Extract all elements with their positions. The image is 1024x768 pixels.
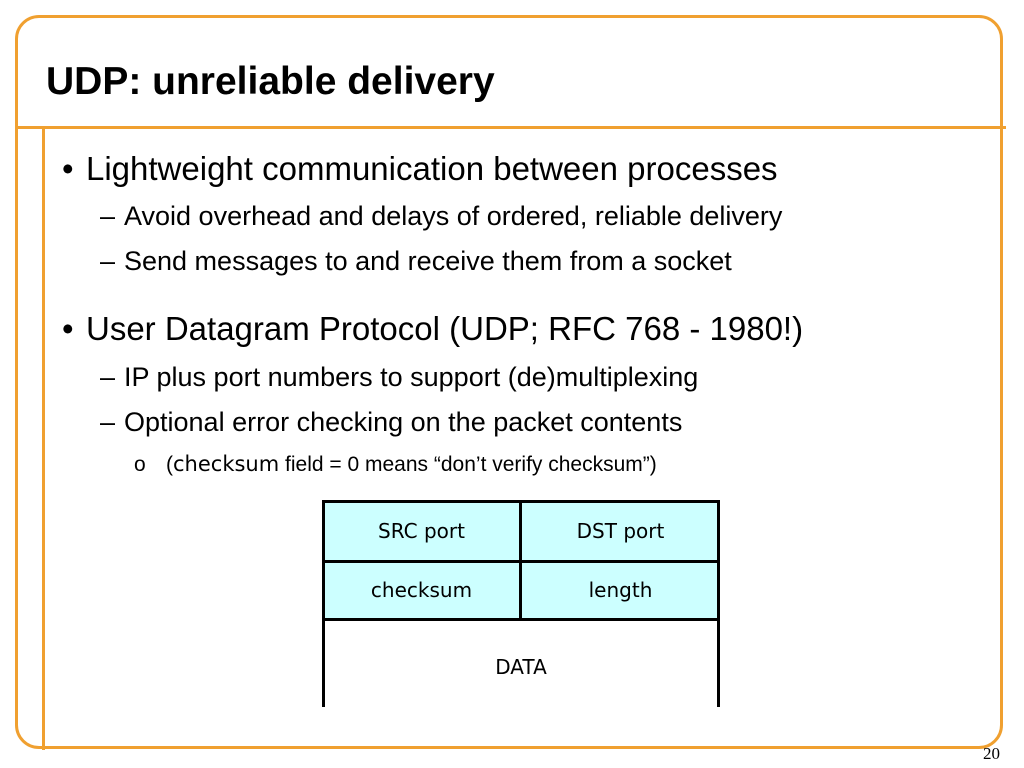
dash-marker: – [100,246,116,276]
title-divider [15,126,1006,129]
dash-marker: – [100,362,116,392]
page-number: 20 [983,744,1000,763]
left-border [322,500,325,707]
row-divider [322,560,720,563]
subbullet-text: IP plus port numbers to support (de)mult… [124,362,699,392]
slide-title: UDP: unreliable delivery [46,60,495,103]
left-margin-rule [42,126,45,750]
data-area: DATA [322,640,720,694]
circle-marker: o [134,453,146,476]
bullet-marker: • [62,310,74,347]
subbullet-error-checking: –Optional error checking on the packet c… [100,406,682,438]
length-label: length [588,578,653,602]
udp-packet-diagram: SRC port DST port checksum length DATA [322,500,720,707]
subbullet-send-messages: –Send messages to and receive them from … [100,245,732,277]
subbullet-text: Optional error checking on the packet co… [124,407,683,437]
src-port-cell: SRC port [322,500,521,561]
bullet-text: User Datagram Protocol (UDP; RFC 768 - 1… [86,310,804,347]
dst-port-cell: DST port [521,500,720,561]
note-suffix: field = 0 means “don’t verify checksum”) [279,453,657,476]
slide-frame [15,15,1003,749]
top-border [322,500,720,503]
bullet-text: Lightweight communication between proces… [86,150,778,187]
checksum-label: checksum [370,578,473,602]
checksum-code: checksum [173,452,280,476]
checksum-cell: checksum [322,561,521,619]
subbullet-avoid-overhead: –Avoid overhead and delays of ordered, r… [100,200,782,232]
bullet-lightweight: • Lightweight communication between proce… [62,150,778,188]
length-cell: length [521,561,720,619]
dash-marker: – [100,201,116,231]
subsubbullet-checksum-note: o (checksum field = 0 means “don’t verify… [134,451,657,478]
right-border [717,500,720,707]
dst-port-label: DST port [576,518,665,543]
subbullet-text: Avoid overhead and delays of ordered, re… [124,201,783,231]
subbullet-text: Send messages to and receive them from a… [124,246,732,276]
note-prefix: ( [166,453,173,476]
bullet-marker: • [62,150,74,187]
bullet-udp-protocol: • User Datagram Protocol (UDP; RFC 768 - … [62,310,803,348]
data-label: DATA [495,655,547,679]
subbullet-ip-ports: –IP plus port numbers to support (de)mul… [100,361,698,393]
dash-marker: – [100,407,116,437]
src-port-label: SRC port [378,518,465,543]
header-bottom-border [322,618,720,621]
